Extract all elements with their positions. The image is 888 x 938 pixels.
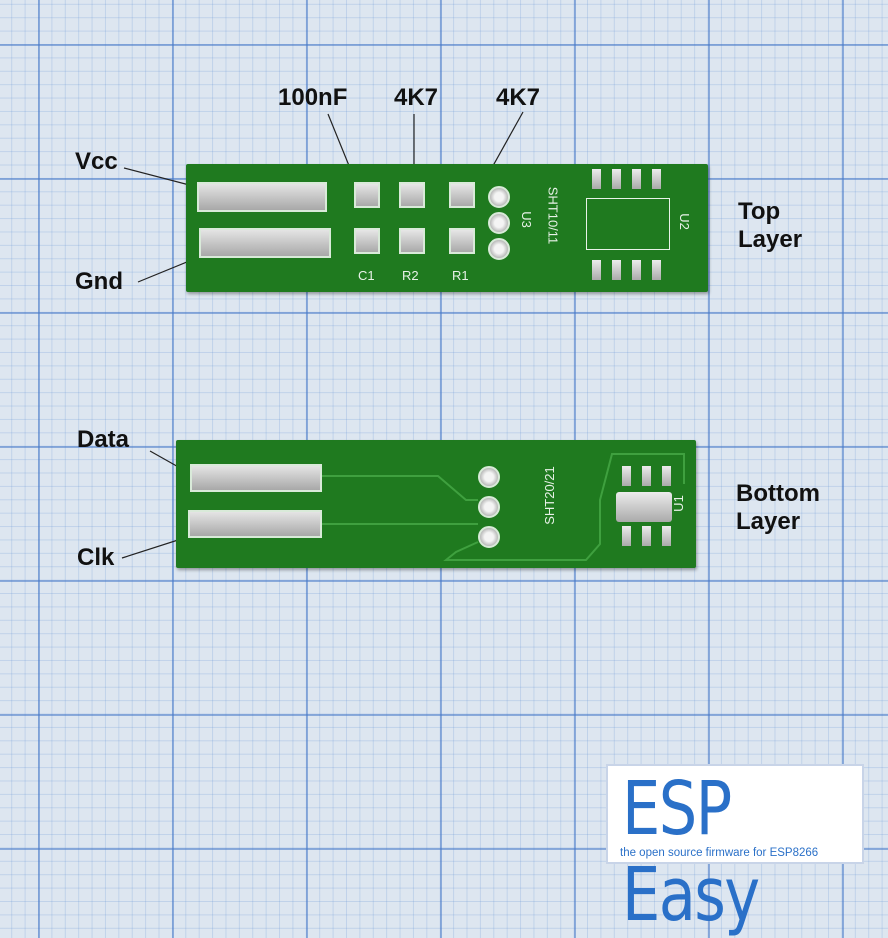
top-pcb: C1 R2 R1 U3 SHT10/11 U2 [186,164,708,292]
bottom-pcb: SHT20/21 U1 [176,440,696,568]
data-pad [190,464,322,492]
sensor-pin [632,260,641,280]
vcc-pad [197,182,327,212]
esp-easy-logo: ESP Easy the open source firmware for ES… [606,764,864,938]
silk-u3: U3 [518,211,534,228]
clk-pad [188,510,322,538]
top-layer-label: Top Layer [738,198,802,253]
via-1 [488,186,510,208]
r1-pad-top [449,182,475,208]
sensor-pin [662,466,671,486]
resistor-b-label: 4K7 [496,84,541,111]
silk-sht10: SHT10/11 [545,186,561,245]
bottom-layer-line-1: Bottom [736,480,820,507]
via-3 [488,238,510,260]
gnd-label: Gnd [75,268,123,295]
r2-pad-top [399,182,425,208]
silk-c1: C1 [358,268,375,283]
silk-sht20: SHT20/21 [541,466,557,525]
c1-pad-top [354,182,380,208]
sensor-pin [622,526,631,546]
logo-subtitle: the open source firmware for ESP8266 [620,847,819,859]
sensor-pin [642,466,651,486]
r2-pad-bottom [399,228,425,254]
sensor-pin [592,260,601,280]
r1-pad-bottom [449,228,475,254]
clk-label: Clk [77,544,115,571]
c1-pad-bottom [354,228,380,254]
sensor-pin [592,169,601,189]
sensor-pin [642,526,651,546]
top-layer-line-1: Top [738,198,781,225]
vcc-label: Vcc [75,148,118,175]
via-6 [478,526,500,548]
silk-r2: R2 [402,268,419,283]
via-5 [478,496,500,518]
bottom-traces [322,453,685,561]
data-label: Data [77,426,130,453]
sensor-outline [586,198,670,250]
via-4 [478,466,500,488]
sensor-pin [652,169,661,189]
silk-r1: R1 [452,268,469,283]
capacitor-label: 100nF [278,84,348,111]
sensor-pin [612,169,621,189]
via-2 [488,212,510,234]
bottom-layer-line-2: Layer [736,507,801,535]
gnd-pad [199,228,331,258]
sensor-pin [632,169,641,189]
silk-u2: U2 [676,213,692,230]
sensor-pin [622,466,631,486]
silk-u1: U1 [670,495,686,512]
sensor-pin [612,260,621,280]
bottom-layer-label: Bottom Layer [736,480,820,535]
top-layer-line-2: Layer [738,225,803,253]
sensor-pin [652,260,661,280]
sensor-pad [616,492,672,522]
resistor-a-label: 4K7 [394,84,439,111]
sensor-pin [662,526,671,546]
